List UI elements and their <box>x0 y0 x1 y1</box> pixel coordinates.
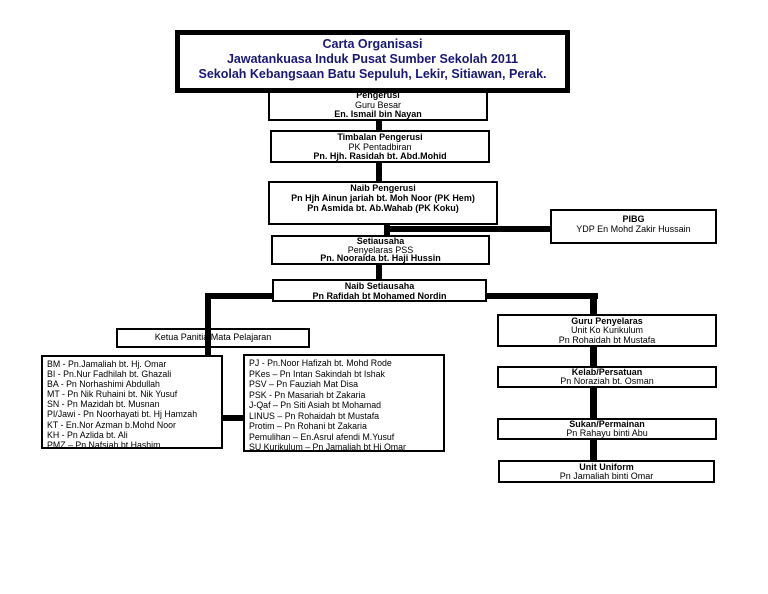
list-item: Protim – Pn Rohani bt Zakaria <box>249 421 367 431</box>
list-item: PJ - Pn.Noor Hafizah bt. Mohd Rode <box>249 358 392 368</box>
list-item: PSK - Pn Masariah bt Zakaria <box>249 389 366 400</box>
connector-between-lists <box>222 415 244 421</box>
node-pengerusi-person: En. Ismail bin Nayan <box>334 109 422 120</box>
node-pibg-role: PIBG <box>622 214 645 224</box>
node-kelab-person: Pn Noraziah bt. Osman <box>560 376 654 387</box>
list-item: MT - Pn Nik Ruhaini bt. Nik Yusuf <box>47 389 178 400</box>
node-pengerusi-role: Pengerusi <box>356 90 400 100</box>
node-kelab-role: Kelab/Persatuan <box>571 367 643 377</box>
list-item: PSV – Pn Fauziah Mat Disa <box>249 379 359 389</box>
list-item: Pemulihan – En.Asrul afendi M.Yusuf <box>249 431 395 442</box>
node-naib-pengerusi-person1: Pn Hjh Ainun jariah bt. Moh Noor (PK Hem… <box>291 193 475 203</box>
list-item: BI - Pn.Nur Fadhilah bt. Ghazali <box>47 369 172 380</box>
list-item: J-Qaf – Pn Siti Asiah bt Mohamad <box>249 400 382 410</box>
connector-to-pibg <box>386 226 550 232</box>
node-guru-penyelaras: Guru Penyelaras Unit Ko Kurikulum Pn Roh… <box>497 314 717 347</box>
node-pengerusi-unit: Guru Besar <box>354 99 402 110</box>
node-naib-setiausaha-role: Naib Setiausaha <box>344 281 415 291</box>
connector-left-branch-vertical <box>205 293 211 357</box>
node-naib-pengerusi: Naib Pengerusi Pn Hjh Ainun jariah bt. M… <box>268 181 498 225</box>
list-item: LINUS – Pn Rohaidah bt Mustafa <box>249 410 380 421</box>
node-setiausaha-unit: Penyelaras PSS <box>347 244 414 255</box>
connector-setiausaha-naib-setiausaha <box>376 264 382 280</box>
list-item: PI/Jawi - Pn Noorhayati bt. Hj Hamzah <box>47 409 198 420</box>
node-pibg-person: YDP En Mohd Zakir Hussain <box>576 224 691 234</box>
connector-left-branch-horizontal <box>205 293 275 299</box>
node-sukan-person: Pn Rahayu binti Abu <box>566 428 648 439</box>
node-sukan-permainan: Sukan/Permainan Pn Rahayu binti Abu <box>497 418 717 440</box>
node-timbalan-unit: PK Pentadbiran <box>348 141 412 152</box>
chart-title-box: Carta Organisasi Jawatankuasa Induk Pusa… <box>175 30 570 93</box>
node-naib-setiausaha: Naib Setiausaha Pn Rafidah bt Mohamed No… <box>272 279 487 302</box>
list-item: KT - En.Nor Azman b.Mohd Noor <box>47 419 176 430</box>
node-setiausaha-role: Setiausaha <box>356 236 405 246</box>
node-pibg: PIBG YDP En Mohd Zakir Hussain <box>550 209 717 244</box>
node-timbalan-person: Pn. Hjh. Rasidah bt. Abd.Mohid <box>313 151 447 162</box>
node-naib-setiausaha-person: Pn Rafidah bt Mohamed Nordin <box>312 290 447 301</box>
connector-pengerusi-timbalan <box>376 120 382 131</box>
node-setiausaha: Setiausaha Penyelaras PSS Pn. Nooraida b… <box>271 235 490 265</box>
node-naib-pengerusi-person2: Pn Asmida bt. Ab.Wahab (PK Koku) <box>307 203 459 213</box>
chart-title-line3: Sekolah Kebangsaan Batu Sepuluh, Lekir, … <box>198 67 547 81</box>
connector-timbalan-naib-pengerusi <box>376 162 382 182</box>
list-item: PKes – Pn Intan Sakindah bt Ishak <box>249 368 385 379</box>
node-uniform-role: Unit Uniform <box>579 462 634 472</box>
node-setiausaha-person: Pn. Nooraida bt. Haji Hussin <box>320 253 441 264</box>
node-uniform-person: Pn Jamaliah binti Omar <box>559 471 654 482</box>
node-ketua-panitia-role: Ketua Panitia Mata Pelajaran <box>154 332 272 342</box>
node-unit-uniform: Unit Uniform Pn Jamaliah binti Omar <box>498 460 715 483</box>
chart-title-line1: Carta Organisasi <box>322 37 423 51</box>
list-item: KH - Pn Azlida bt. Ali <box>47 429 128 440</box>
node-naib-pengerusi-role: Naib Pengerusi <box>350 183 416 193</box>
node-timbalan-role: Timbalan Pengerusi <box>337 132 423 142</box>
node-sukan-role: Sukan/Permainan <box>569 419 645 429</box>
list-item: BA - Pn Norhashimi Abdullah <box>47 379 160 390</box>
connector-right-branch-horizontal <box>485 293 598 299</box>
node-guru-penyelaras-unit: Unit Ko Kurikulum <box>570 325 644 336</box>
list-item: SN - Pn Mazidah bt. Musnan <box>47 399 160 410</box>
node-kelab-persatuan: Kelab/Persatuan Pn Noraziah bt. Osman <box>497 366 717 388</box>
list-item: SU Kurikulum – Pn Jamaliah bt Hj Omar <box>249 442 406 452</box>
node-guru-penyelaras-role: Guru Penyelaras <box>571 316 643 326</box>
node-timbalan-pengerusi: Timbalan Pengerusi PK Pentadbiran Pn. Hj… <box>270 130 490 163</box>
node-ketua-panitia: Ketua Panitia Mata Pelajaran <box>116 328 310 348</box>
list-item: PMZ – Pn Nafsiah bt Hashim <box>47 439 161 450</box>
list-item: BM - Pn.Jamaliah bt. Hj. Omar <box>47 359 167 369</box>
node-pengerusi: Pengerusi Guru Besar En. Ismail bin Naya… <box>268 88 488 121</box>
chart-title-line2: Jawatankuasa Induk Pusat Sumber Sekolah … <box>226 52 519 66</box>
node-guru-penyelaras-person: Pn Rohaidah bt Mustafa <box>558 334 656 345</box>
